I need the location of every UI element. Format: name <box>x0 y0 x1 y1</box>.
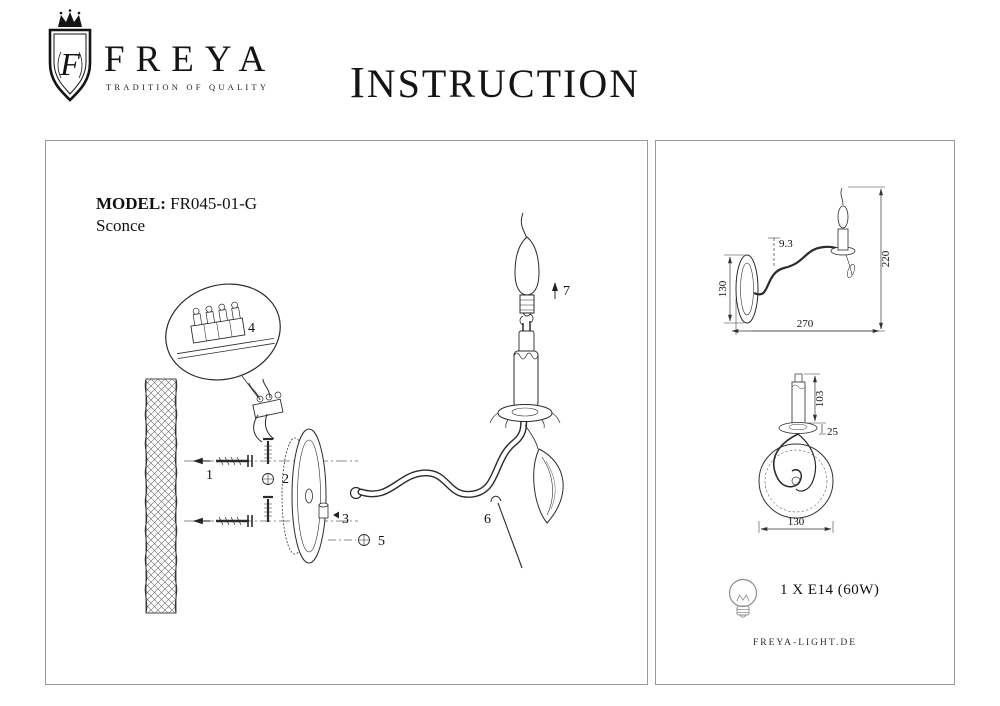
sconce-arm <box>349 413 528 500</box>
spec-panel: 130 9.3 220 270 103 <box>655 140 955 685</box>
brand-name: FREYA <box>104 39 276 80</box>
dimension-drawings: 130 9.3 220 270 103 <box>717 186 892 618</box>
dim-plate-width: 130 <box>788 516 805 528</box>
shield-icon: F <box>48 28 92 102</box>
dim-plate-height: 130 <box>717 280 729 297</box>
bushing-3 <box>318 502 329 519</box>
mounting-plate <box>281 428 327 564</box>
dim-height: 220 <box>880 250 892 267</box>
terminal-block <box>248 378 284 443</box>
wall-screw-top <box>192 455 253 467</box>
exploded-diagram: 1 2 3 <box>144 212 570 614</box>
side-view-drawing <box>735 187 856 324</box>
model-label: MODEL: <box>96 194 166 213</box>
front-view-drawing <box>758 373 834 519</box>
dim-candle-height: 103 <box>814 390 826 407</box>
crystal-leaf <box>524 424 564 524</box>
part-label-1: 1 <box>206 468 213 483</box>
side-view-dimensions: 130 9.3 220 270 <box>717 186 892 335</box>
website-text: FREYA-LIGHT.DE <box>752 638 858 648</box>
pointer-3 <box>333 511 339 519</box>
bulb-spec: 1 X E14 (60W) <box>780 582 880 598</box>
part-label-4: 4 <box>248 321 255 336</box>
instruction-panel: MODEL: FR045-01-G Sconce <box>45 140 648 685</box>
front-view-dimensions: 103 25 130 <box>758 373 839 533</box>
candle-holder <box>489 313 561 429</box>
crown-icon <box>58 9 82 27</box>
dim-width: 270 <box>797 318 814 330</box>
socket <box>518 313 535 354</box>
model-type: Sconce <box>96 216 146 236</box>
wall-strip <box>144 378 178 614</box>
brand-logo-graphic: F FREYA TRADITION OF QUALITY <box>48 9 276 102</box>
part-label-5: 5 <box>378 534 385 549</box>
terminal-callout <box>165 283 281 401</box>
mount-screw-top <box>263 437 273 464</box>
candle-bulb <box>514 212 540 317</box>
brand-logo: F FREYA TRADITION OF QUALITY <box>30 8 290 108</box>
part-label-7: 7 <box>563 284 570 299</box>
part-label-2: 2 <box>282 472 289 487</box>
terminal-screws <box>192 301 241 326</box>
pin-6 <box>490 495 523 569</box>
nut-5 <box>358 534 370 546</box>
dim-cup-height: 25 <box>827 426 839 438</box>
brand-tagline: TRADITION OF QUALITY <box>106 82 269 92</box>
part-label-6: 6 <box>484 512 491 527</box>
bulb-icon <box>728 578 758 618</box>
wall-screw-bottom <box>192 515 253 527</box>
mount-screw-bottom <box>263 495 273 522</box>
part-label-3: 3 <box>342 512 349 527</box>
dim-arm-offset: 9.3 <box>779 238 793 250</box>
nut-2 <box>262 473 274 485</box>
page-title: INSTRUCTION <box>349 57 641 107</box>
shield-monogram: F <box>59 46 80 82</box>
model-value: FR045-01-G <box>170 194 258 213</box>
model-info: MODEL: FR045-01-G Sconce <box>96 193 257 237</box>
